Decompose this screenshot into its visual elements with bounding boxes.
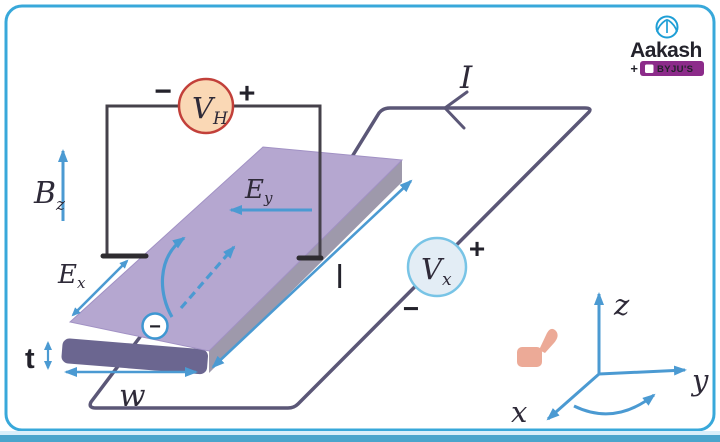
thickness-label: t (25, 343, 35, 375)
byjus-badge-text: BYJU'S (657, 64, 693, 75)
byjus-badge (640, 61, 704, 76)
axis-x-label: x (511, 395, 527, 429)
vx-voltmeter-label: Vx (421, 252, 452, 290)
hall-plus-sign: + (239, 78, 256, 110)
aakash-byjus-logo: Aakash + BYJU'S (630, 15, 704, 76)
vx-plus-sign: + (469, 233, 485, 264)
current-direction-arrow-icon (442, 90, 469, 130)
ey-label: Ey (244, 175, 273, 207)
byjus-plus: + (630, 61, 638, 76)
electron-minus-sign: − (149, 316, 161, 338)
vx-voltmeter: Vx + − (403, 233, 485, 324)
electron-symbol: − (141, 312, 169, 340)
thumbs-up-icon (517, 328, 558, 367)
electron-circle (141, 312, 169, 340)
coordinate-axes: z y x (511, 288, 709, 429)
current-label: I (459, 60, 473, 96)
width-label: w (119, 378, 146, 414)
vx-voltmeter-circle (406, 236, 468, 298)
aakash-logo-text: Aakash (630, 39, 702, 62)
electron-deflection-curved-arrow (160, 236, 186, 318)
length-arrow (211, 179, 413, 369)
aakash-logo-mark (656, 19, 678, 33)
hall-wire-right (232, 104, 322, 258)
ex-label: Ex (57, 260, 86, 292)
axis-y-arrow (598, 365, 687, 376)
hall-minus-sign: − (154, 75, 172, 108)
slab-front-face (61, 338, 208, 375)
bottom-bar-light (0, 431, 720, 435)
axis-y-label: y (690, 363, 709, 397)
axis-x-arrow (546, 372, 600, 421)
bottom-bar (0, 435, 720, 442)
axis-z-label: z (613, 288, 630, 322)
byjus-badge-icon (645, 64, 654, 73)
length-label: l (336, 258, 343, 295)
bz-label: Bz (33, 176, 66, 215)
rotation-arrow (573, 393, 656, 416)
hall-wire-left (105, 104, 180, 256)
hall-voltmeter: VH − + (154, 75, 256, 135)
hall-voltmeter-label: VH (192, 91, 229, 129)
vx-minus-sign: − (403, 293, 419, 324)
hall-voltmeter-circle (177, 77, 235, 135)
ex-arrow (71, 259, 129, 317)
